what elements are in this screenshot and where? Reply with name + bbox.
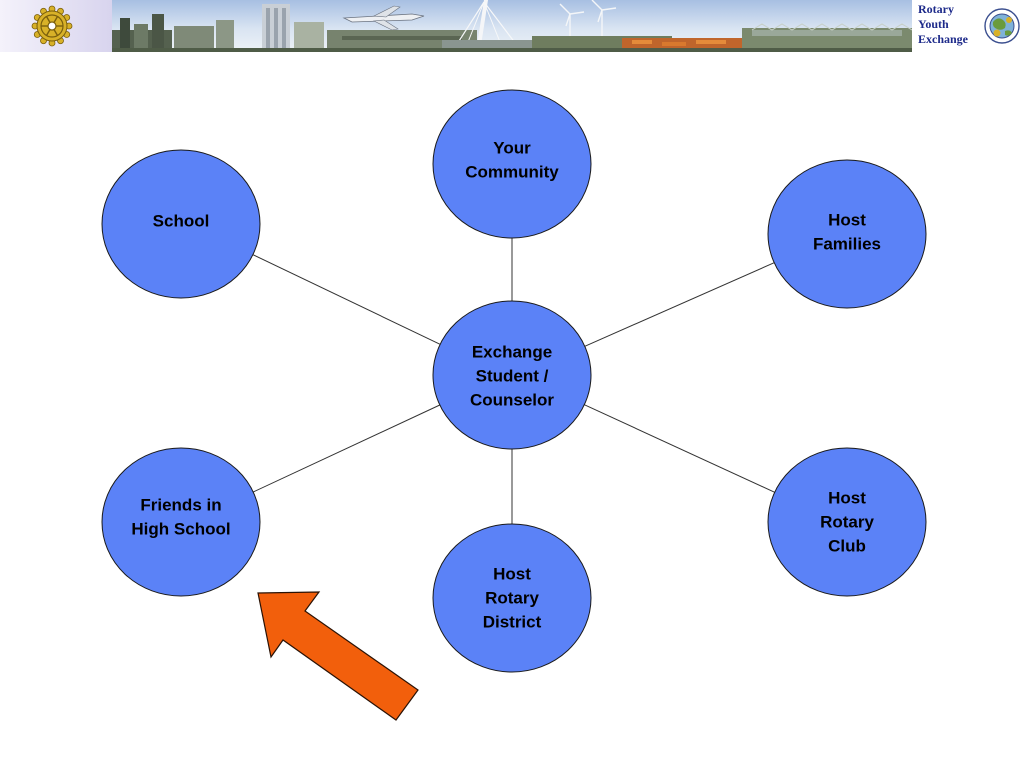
node-circle-school (101, 149, 261, 299)
node-label-exchange-student-counselor-line-2: Counselor (470, 390, 554, 409)
node-label-your-community-line-1: Community (465, 162, 559, 181)
node-circle-host-rotary-club (767, 447, 927, 597)
youth-exchange-logo-cell: Rotary Youth Exchange (912, 0, 1024, 52)
node-circle-your-community (432, 89, 592, 239)
node-label-host-rotary-district-line-1: Rotary (485, 588, 539, 607)
node-label-friends-in-high-school-line-0: Friends in (140, 495, 221, 514)
rotary-youth-exchange-globe-icon (984, 8, 1020, 44)
edge-center-to-host-families (584, 262, 775, 347)
banner-skyline-image (112, 0, 912, 52)
node-label-host-families-line-0: Host (828, 210, 866, 229)
node-label-school-line-0: School (153, 211, 210, 230)
node-label-your-community-line-0: Your (493, 138, 531, 157)
node-circle-friends-in-high-school (101, 447, 261, 597)
brand-line-youth: Youth (918, 17, 949, 31)
edge-center-to-friends-in-high-school (252, 404, 441, 493)
node-label-host-families-line-1: Families (813, 234, 881, 253)
brand-line-rotary: Rotary (918, 2, 954, 16)
node-label-exchange-student-counselor-line-1: Student / (476, 366, 549, 385)
node-label-host-rotary-club-line-0: Host (828, 488, 866, 507)
brand-text: Rotary Youth Exchange (918, 2, 968, 47)
brand-line-exchange: Exchange (918, 32, 969, 46)
header-banner: Rotary Youth Exchange (0, 0, 1024, 52)
node-label-host-rotary-district-line-0: Host (493, 564, 531, 583)
rotary-logo-cell (0, 0, 112, 52)
node-label-friends-in-high-school-line-1: High School (131, 519, 230, 538)
node-school: School (101, 149, 261, 299)
node-friends-in-high-school: Friends in High School (101, 447, 261, 597)
node-label-host-rotary-club-line-1: Rotary (820, 512, 874, 531)
node-circle-host-rotary-district (432, 523, 592, 673)
node-circle-host-families (767, 159, 927, 309)
pointer-arrow-icon (257, 591, 419, 721)
diagram-edges (252, 238, 775, 524)
node-label-exchange-student-counselor-line-0: Exchange (472, 342, 552, 361)
node-circle-exchange-student-counselor (432, 300, 592, 450)
node-label-host-rotary-club-line-2: Club (828, 536, 866, 555)
edge-center-to-host-rotary-club (584, 404, 775, 493)
node-label-host-rotary-district-line-2: District (483, 612, 542, 631)
edge-center-to-school (252, 254, 441, 345)
rotary-wheel-icon (31, 5, 73, 47)
